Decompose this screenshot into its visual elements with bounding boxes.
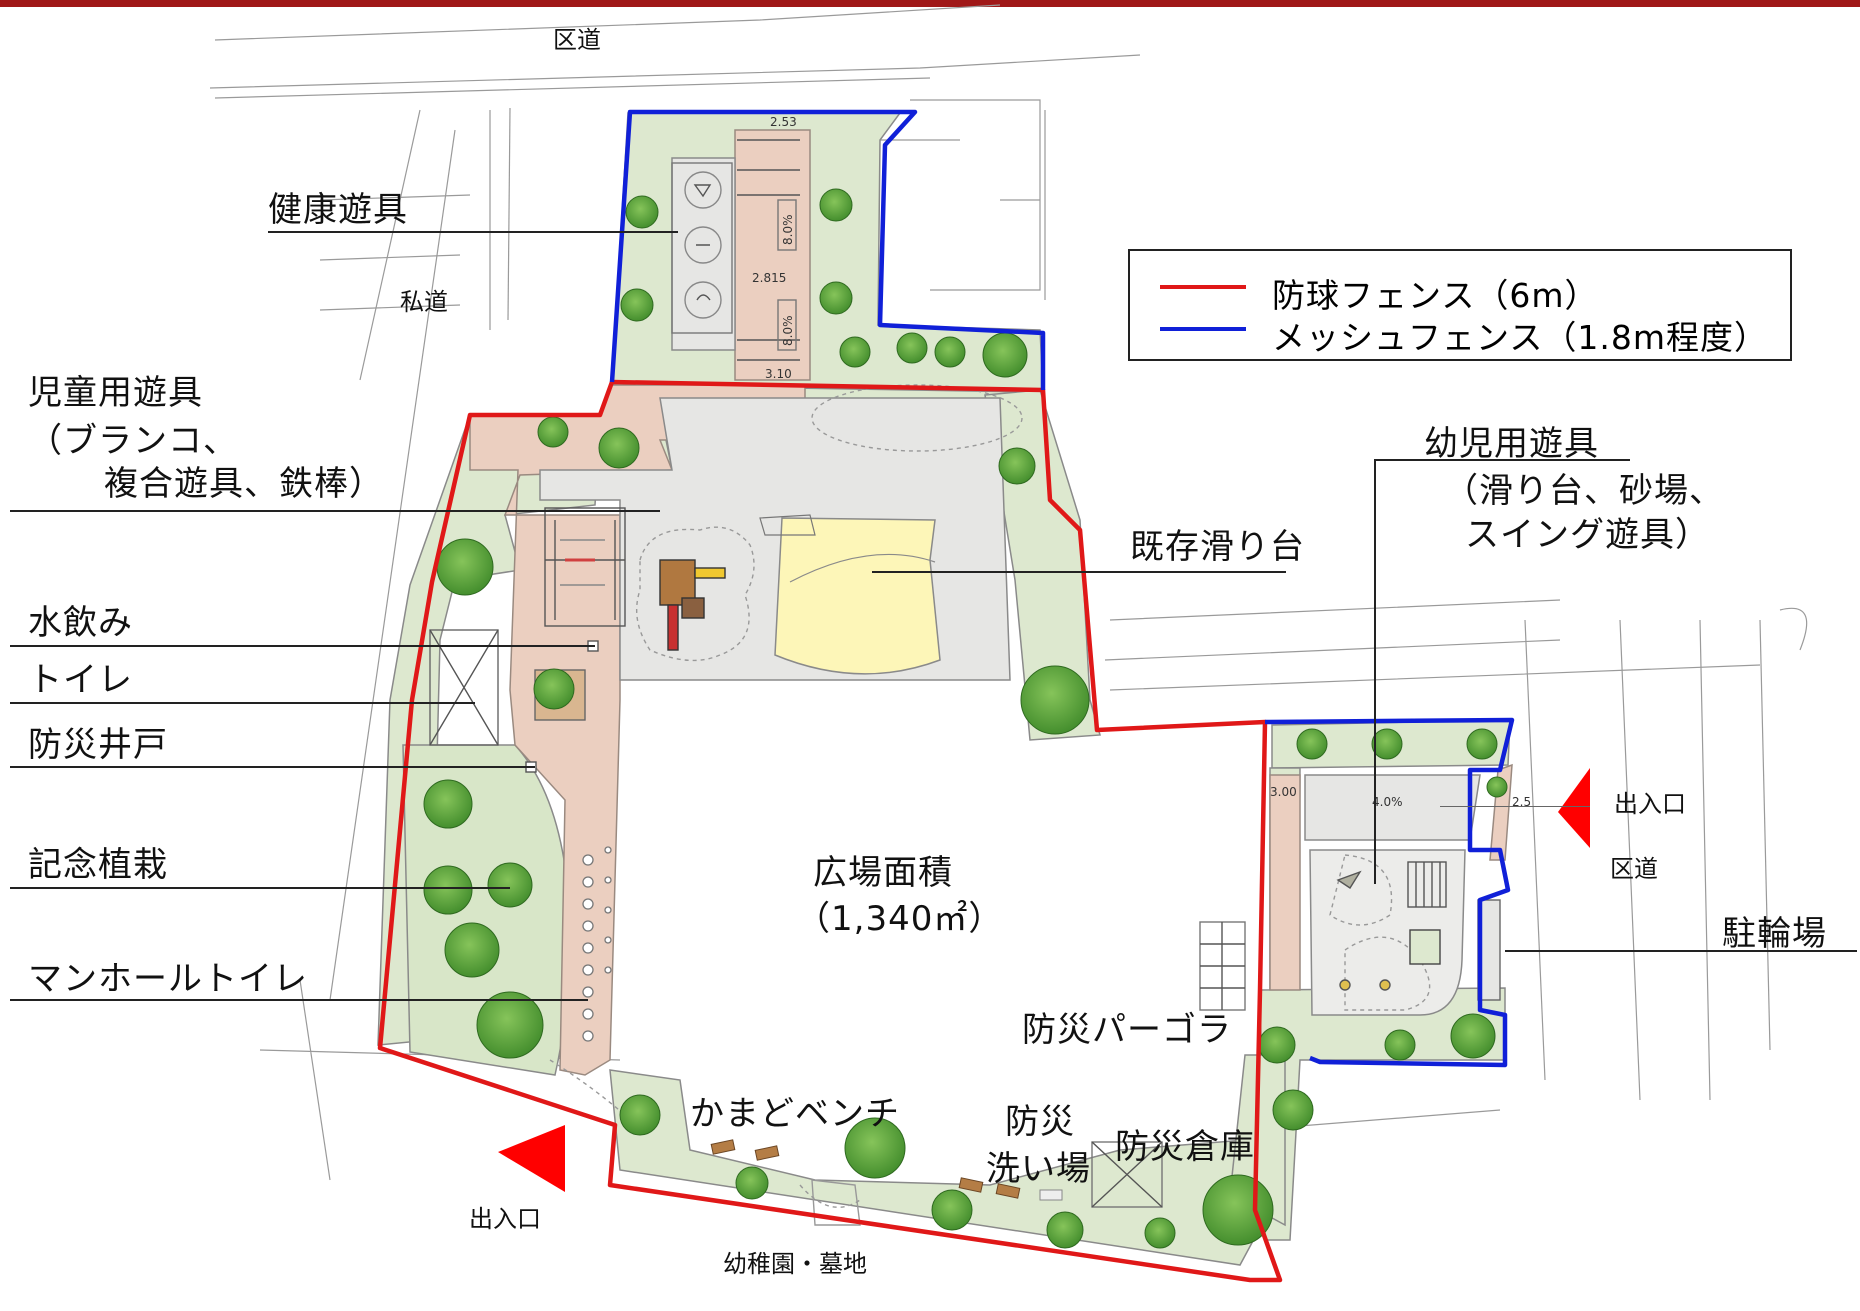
- mesh-fence-north: [609, 109, 1046, 390]
- label-hiroba-menseki-1: 広場面積: [813, 853, 953, 893]
- entrance-arrow-icon: [1558, 768, 1590, 848]
- label-youchien-bochi: 幼稚園・墓地: [723, 1250, 867, 1278]
- infant-play-area: [1309, 849, 1466, 1016]
- leader-mizunomi: [10, 645, 595, 647]
- slope-4: 4.0%: [1372, 795, 1403, 809]
- label-bousai-pergola: 防災パーゴラ: [1022, 1010, 1232, 1050]
- label-jidou-yugu-2: （ブランコ、: [28, 421, 238, 461]
- dashed-playzones: [549, 384, 1431, 1208]
- trees: [423, 188, 1508, 1249]
- ball-fence: [377, 379, 1283, 1283]
- leader-kinen: [10, 887, 510, 889]
- dimension-marks: 2.53 2.815 3.10 8.0% 8.0% 3.00 4.0% 2.5: [752, 115, 1531, 809]
- leader-youji: [1374, 459, 1630, 461]
- swing-icon: [544, 507, 626, 627]
- label-bousai-araiba-2: 洗い場: [986, 1149, 1091, 1189]
- survey-lines: [209, 4, 1808, 1181]
- legend-label-mesh-fence: メッシュフェンス（1.8m程度）: [1272, 318, 1768, 357]
- label-jidou-yugu-3: 複合遊具、鉄棒）: [104, 464, 384, 504]
- label-youji-yugu-2: （滑り台、砂場、: [1444, 471, 1724, 511]
- label-kizon-suberidai: 既存滑り台: [1130, 527, 1305, 567]
- leader-manhole: [10, 999, 588, 1001]
- dim-3-10: 3.10: [765, 367, 792, 381]
- leader-deiriguchi: [1440, 806, 1590, 807]
- label-youji-yugu-1: 幼児用遊具: [1424, 424, 1599, 464]
- manhole-icon: [582, 846, 612, 1042]
- dim-2-5: 2.5: [1512, 795, 1531, 809]
- leader-suberidai: [872, 571, 1286, 573]
- dim-3-00: 3.00: [1270, 785, 1297, 799]
- mesh-fence-east: [1264, 717, 1515, 1068]
- legend-swatch-blue: [1160, 327, 1246, 331]
- tree-icon: [423, 188, 1508, 1249]
- legend-swatch-red: [1160, 285, 1246, 289]
- leader-youji-drop: [1374, 459, 1376, 884]
- leader-ido: [10, 766, 535, 768]
- label-kuudou-top: 区道: [553, 26, 601, 54]
- walkway: [469, 129, 1513, 1076]
- label-jidou-yugu-1: 児童用遊具: [28, 373, 203, 413]
- label-bousai-ido: 防災井戸: [28, 725, 168, 765]
- label-deiriguchi-left: 出入口: [469, 1205, 541, 1233]
- play-structure-icon: [659, 559, 726, 651]
- label-mizunomi: 水飲み: [28, 603, 133, 643]
- label-deiriguchi-right: 出入口: [1614, 790, 1686, 818]
- label-hiroba-menseki-2: （1,340㎡）: [796, 899, 1004, 939]
- legend-label-ball-fence: 防球フェンス（6m）: [1272, 276, 1599, 315]
- label-shidou: 私道: [400, 288, 448, 316]
- label-bousai-araiba-1: 防災: [1005, 1102, 1075, 1142]
- label-kamado-bench: かまどベンチ: [690, 1094, 900, 1134]
- slope-8a: 8.0%: [781, 215, 795, 246]
- leader-kenkou: [268, 231, 678, 233]
- entrance-arrow-icon: [498, 1125, 565, 1192]
- bench-icon: [710, 1139, 1063, 1201]
- label-youji-yugu-3: スイング遊具）: [1465, 515, 1710, 555]
- top-bar: [0, 0, 1860, 7]
- leader-jidou: [10, 510, 660, 512]
- leader-chuurin: [1505, 950, 1857, 952]
- label-kenkou-yugu: 健康遊具: [268, 190, 408, 230]
- play-equipment: [429, 139, 1501, 1226]
- label-manhole-toilet: マンホールトイレ: [28, 959, 308, 999]
- legend: 防球フェンス（6m） メッシュフェンス（1.8m程度）: [1128, 249, 1792, 361]
- label-kuudou-right: 区道: [1610, 855, 1658, 883]
- label-bousai-souko: 防災倉庫: [1115, 1127, 1255, 1167]
- label-kinen-shokusai: 記念植栽: [28, 845, 168, 885]
- leader-toilet: [10, 702, 475, 704]
- label-chuurinjou: 駐輪場: [1722, 914, 1827, 954]
- label-toilet: トイレ: [28, 660, 133, 700]
- dim-2-815: 2.815: [752, 271, 786, 285]
- dim-2-53: 2.53: [770, 115, 797, 129]
- existing-slide-area: [759, 514, 941, 675]
- slope-8b: 8.0%: [781, 316, 795, 347]
